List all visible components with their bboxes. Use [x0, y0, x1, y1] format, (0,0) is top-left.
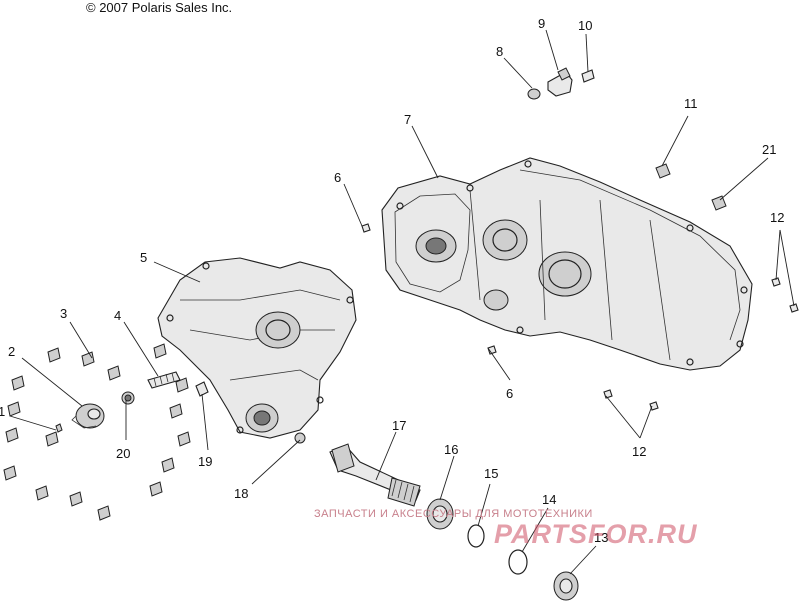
fastener-scatter: [3, 343, 191, 521]
callout-12-right: 12: [770, 210, 784, 225]
sensor-group-8-9-10: [527, 67, 595, 100]
callout-19: 19: [198, 454, 212, 469]
bolt-part-11: [655, 163, 671, 179]
callout-8: 8: [496, 44, 503, 59]
callout-5: 5: [140, 250, 147, 265]
main-case-part: [381, 157, 753, 371]
callout-6-upper: 6: [334, 170, 341, 185]
callout-15: 15: [484, 466, 498, 481]
dowel-part-6-lower: [487, 345, 497, 355]
callout-16: 16: [444, 442, 458, 457]
callout-4: 4: [114, 308, 121, 323]
dowel-part-6-upper: [361, 223, 371, 233]
copyright-notice: © 2007 Polaris Sales Inc.: [86, 0, 233, 15]
gear-case-part: [157, 257, 357, 439]
callout-labels: 1 2 3 4 5 6 6 7 8 9 10 11 12 12 13 14 15…: [0, 16, 784, 545]
dowel-pin-part-19: [195, 381, 209, 397]
shaft-seal-part: [426, 498, 454, 530]
watermark-tagline: ЗАПЧАСТИ И АКСЕССУАРЫ ДЛЯ МОТОТЕХНИКИ: [314, 508, 593, 520]
callout-21: 21: [762, 142, 776, 157]
bolt-part-21: [711, 195, 727, 211]
plug-part-18: [294, 432, 306, 444]
callout-2: 2: [8, 344, 15, 359]
callout-17: 17: [392, 418, 406, 433]
snap-ring-14-part: [508, 549, 528, 575]
callout-11: 11: [684, 96, 698, 111]
callout-3: 3: [60, 306, 67, 321]
bushing-part-20: [121, 391, 135, 405]
callout-12-bottom: 12: [632, 444, 646, 459]
gear-part-2: [71, 403, 105, 429]
leader-lines: [9, 29, 795, 575]
callout-10: 10: [578, 18, 592, 33]
callout-13: 13: [594, 530, 608, 545]
callout-18: 18: [234, 486, 248, 501]
spring-part-4: [147, 371, 181, 389]
callout-20: 20: [116, 446, 130, 461]
callout-9: 9: [538, 16, 545, 31]
callout-1: 1: [0, 404, 5, 419]
seal-13-part: [553, 571, 579, 601]
callout-6-lower: 6: [506, 386, 513, 401]
callout-7: 7: [404, 112, 411, 127]
snap-ring-15-part: [467, 524, 485, 548]
watermark-logo: PARTSFOR.RU: [494, 519, 698, 549]
output-shaft-part: [329, 443, 421, 507]
callout-14: 14: [542, 492, 556, 507]
